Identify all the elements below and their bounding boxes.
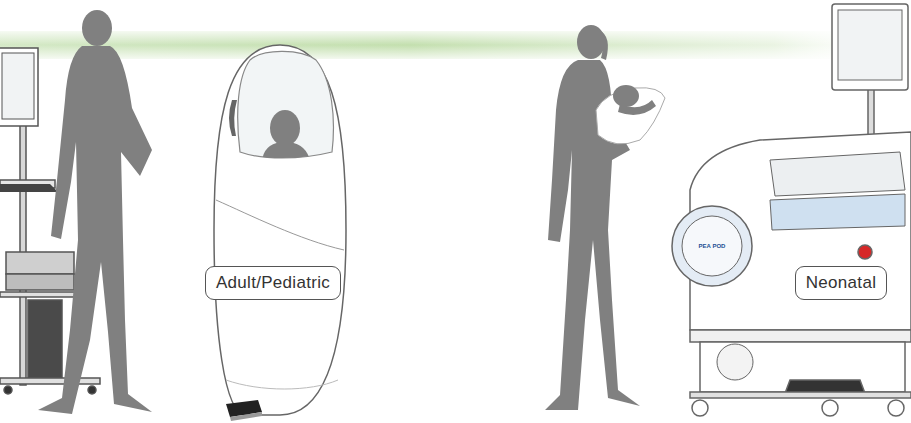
pea-pod — [672, 4, 911, 416]
label-text: Neonatal — [806, 272, 876, 294]
man-silhouette — [38, 10, 152, 414]
foot-pedal — [226, 400, 262, 421]
baby — [596, 85, 665, 144]
woman-silhouette — [545, 25, 640, 410]
label-box: Neonatal — [795, 266, 887, 300]
label-text: Adult/Pediatric — [216, 272, 330, 294]
bod-pod — [214, 45, 346, 415]
logo-text: PEA POD — [699, 243, 726, 249]
label-box: Adult/Pediatric — [205, 266, 341, 300]
green-band — [0, 31, 911, 59]
